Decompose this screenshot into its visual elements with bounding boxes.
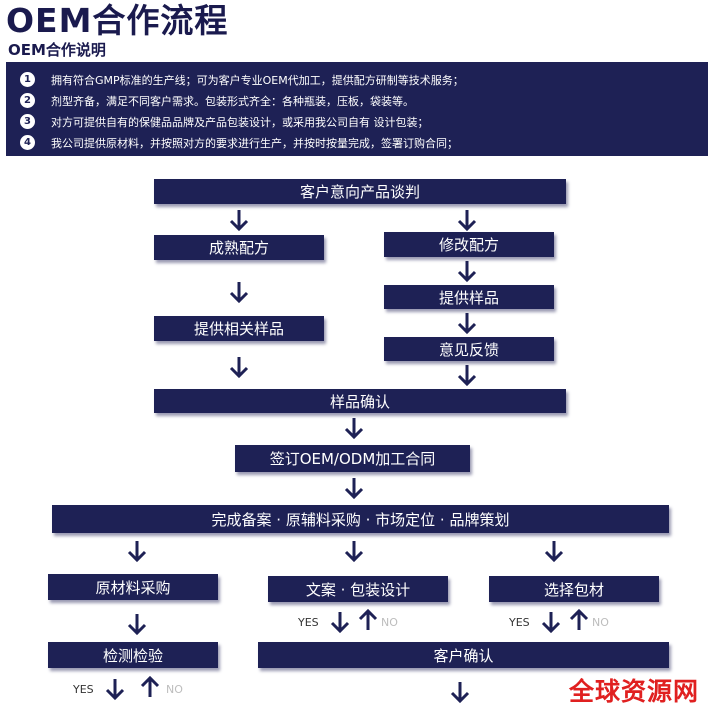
down-arrow-icon [544, 541, 564, 563]
note-item: 4 我公司提供原材料，并按照对方的要求进行生产，并按时按量完成，签署订购合同； [20, 133, 458, 152]
down-arrow-icon [127, 614, 147, 636]
step-provide-samples-right: 提供样品 [384, 285, 554, 309]
up-arrow-icon [569, 608, 589, 630]
down-arrow-icon [457, 210, 477, 232]
notes-panel: 1 拥有符合GMP标准的生产线；可为客户专业OEM代加工，提供配方研制等技术服务… [6, 62, 708, 156]
down-arrow-icon [105, 679, 125, 701]
no-label: NO [592, 616, 609, 629]
down-arrow-icon [330, 612, 350, 634]
down-arrow-icon [127, 541, 147, 563]
down-arrow-icon [229, 210, 249, 232]
note-text: 我公司提供原材料，并按照对方的要求进行生产，并按时按量完成，签署订购合同； [51, 136, 458, 150]
yes-label: YES [73, 683, 94, 696]
step-customer-confirm: 客户确认 [258, 642, 669, 668]
up-arrow-icon [358, 608, 378, 630]
note-item: 3 对方可提供自有的保健品品牌及产品包装设计，或采用我公司自有 设计包装； [20, 112, 429, 131]
note-item: 2 剂型齐备，满足不同客户需求。包装形式齐全：各种瓶装，压板，袋装等。 [20, 91, 414, 110]
down-arrow-icon [229, 357, 249, 379]
up-arrow-icon [140, 675, 160, 697]
no-label: NO [166, 683, 183, 696]
down-arrow-icon [344, 418, 364, 440]
step-raw-purchase: 原材料采购 [48, 574, 218, 600]
note-text: 拥有符合GMP标准的生产线；可为客户专业OEM代加工，提供配方研制等技术服务； [51, 73, 464, 87]
yes-label: YES [298, 616, 319, 629]
no-label: NO [381, 616, 398, 629]
down-arrow-icon [541, 612, 561, 634]
note-number: 4 [20, 135, 35, 150]
down-arrow-icon [344, 541, 364, 563]
note-text: 对方可提供自有的保健品品牌及产品包装设计，或采用我公司自有 设计包装； [51, 115, 429, 129]
step-modify-formula: 修改配方 [384, 232, 554, 257]
step-inspection: 检测检验 [48, 642, 218, 668]
step-choose-pack: 选择包材 [489, 576, 659, 602]
step-provide-samples-left: 提供相关样品 [154, 316, 324, 341]
page-title: OEM合作流程 [6, 1, 229, 40]
down-arrow-icon [344, 478, 364, 500]
note-number: 2 [20, 93, 35, 108]
note-number: 3 [20, 114, 35, 129]
down-arrow-icon [457, 365, 477, 387]
step-copy-design: 文案 · 包装设计 [268, 576, 448, 602]
step-sign-contract: 签订OEM/ODM加工合同 [235, 445, 470, 472]
down-arrow-icon [457, 261, 477, 283]
note-number: 1 [20, 72, 35, 87]
step-prep: 完成备案 · 原辅料采购 · 市场定位 · 品牌策划 [52, 505, 669, 533]
step-sample-confirm: 样品确认 [154, 389, 566, 413]
watermark-logo: 全球资源网 [568, 677, 699, 706]
yes-label: YES [509, 616, 530, 629]
step-negotiation: 客户意向产品谈判 [154, 179, 566, 204]
note-item: 1 拥有符合GMP标准的生产线；可为客户专业OEM代加工，提供配方研制等技术服务… [20, 70, 464, 89]
step-mature-formula: 成熟配方 [154, 235, 324, 260]
step-feedback: 意见反馈 [384, 337, 554, 361]
down-arrow-icon [229, 282, 249, 304]
page-subtitle: OEM合作说明 [8, 41, 106, 59]
note-text: 剂型齐备，满足不同客户需求。包装形式齐全：各种瓶装，压板，袋装等。 [51, 94, 414, 108]
down-arrow-icon [450, 682, 470, 704]
down-arrow-icon [457, 313, 477, 335]
